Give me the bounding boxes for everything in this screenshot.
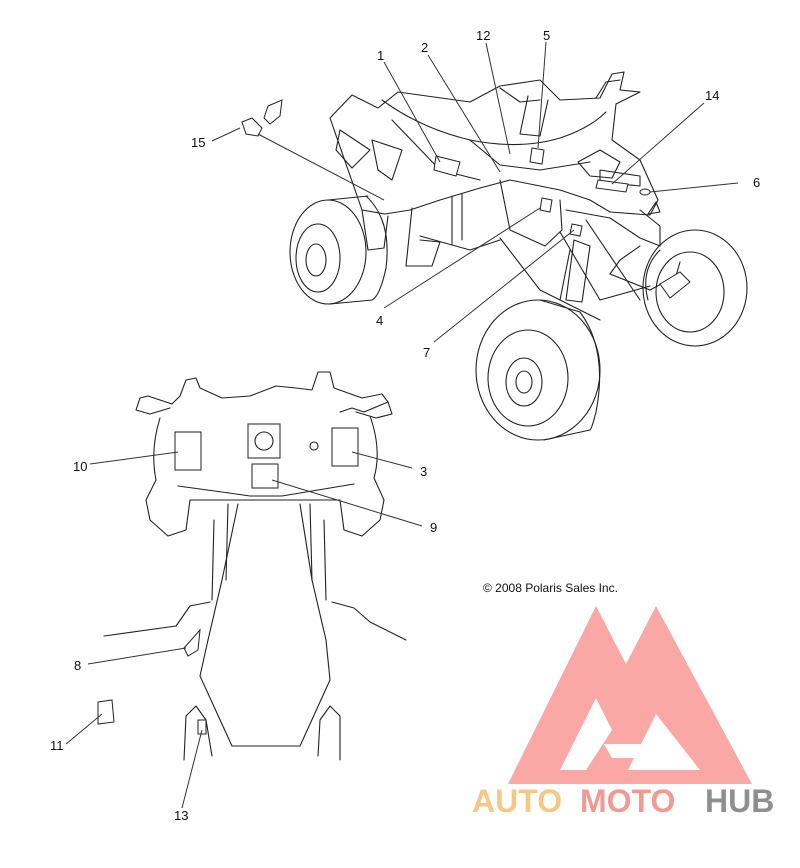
callout-labels: 1 2 12 5 14 15 6 4 7 10 3 9 8 11 13 bbox=[50, 28, 760, 823]
watermark-text: AUTO MOTO HUB bbox=[472, 783, 774, 819]
decal-9 bbox=[251, 463, 279, 489]
callout-7: 7 bbox=[423, 345, 430, 360]
decal-5 bbox=[529, 147, 545, 165]
callout-11: 11 bbox=[50, 738, 64, 753]
callout-2: 2 bbox=[421, 40, 428, 55]
front-left-wheel bbox=[475, 299, 601, 441]
decal-11 bbox=[97, 699, 115, 725]
callout-1: 1 bbox=[377, 48, 384, 63]
atv-decals bbox=[433, 147, 691, 299]
decal-8 bbox=[183, 628, 201, 657]
watermark-hub: HUB bbox=[705, 783, 774, 819]
atv-side-view bbox=[241, 71, 748, 441]
atv-top-view bbox=[97, 371, 407, 761]
callout-6: 6 bbox=[753, 175, 760, 190]
decal-15-pieces bbox=[241, 99, 283, 137]
gauge-pod bbox=[247, 423, 281, 459]
decal-3 bbox=[331, 427, 359, 467]
decal-10 bbox=[174, 431, 202, 471]
watermark-logo bbox=[508, 606, 752, 784]
callout-13: 13 bbox=[174, 808, 188, 823]
decal-1 bbox=[433, 155, 461, 177]
front-right-wheel bbox=[642, 229, 748, 347]
decal-13 bbox=[197, 719, 207, 735]
callout-12: 12 bbox=[476, 28, 490, 43]
callout-4: 4 bbox=[376, 313, 383, 328]
watermark-moto: MOTO bbox=[580, 783, 675, 819]
copyright-text: © 2008 Polaris Sales Inc. bbox=[483, 581, 618, 595]
callout-3: 3 bbox=[420, 464, 427, 479]
callout-5: 5 bbox=[543, 28, 550, 43]
decal-7 bbox=[569, 223, 583, 237]
fender-decal bbox=[659, 271, 691, 299]
callout-10: 10 bbox=[73, 459, 87, 474]
decal-6 bbox=[639, 188, 651, 196]
watermark-auto: AUTO bbox=[472, 783, 562, 819]
leader-lines bbox=[65, 41, 739, 809]
callout-14: 14 bbox=[705, 88, 719, 103]
atv-body bbox=[329, 71, 681, 321]
decal-14 bbox=[595, 179, 629, 193]
callout-9: 9 bbox=[430, 520, 437, 535]
rear-wheel bbox=[289, 195, 388, 305]
callout-8: 8 bbox=[74, 658, 81, 673]
decal-4 bbox=[539, 197, 553, 213]
callout-15: 15 bbox=[191, 135, 205, 150]
